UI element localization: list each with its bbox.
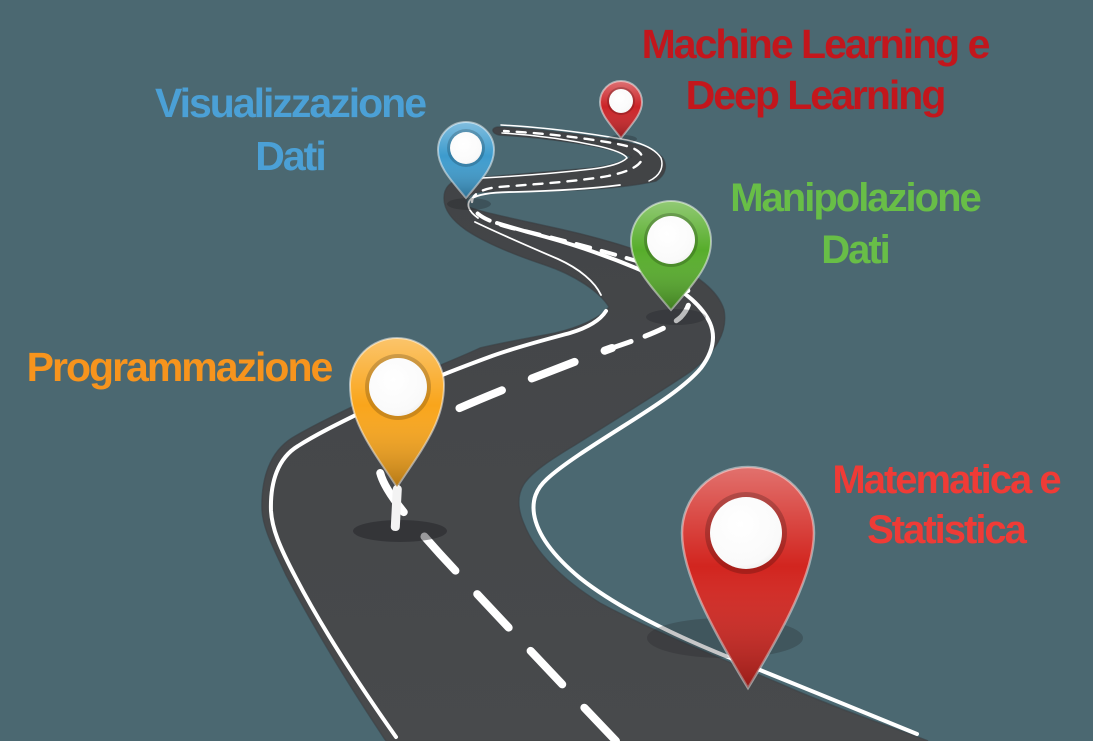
label-programmazione: Programmazione — [26, 342, 334, 392]
road-edge-line-switchback-top — [500, 124, 663, 182]
pin-inner-circle — [647, 216, 695, 264]
label-manipolazione-dati: Manipolazione Dati — [730, 172, 982, 276]
road-edge-line-switchback-mid — [481, 132, 628, 179]
pin-inner-circle — [710, 497, 782, 569]
label-line: Deep Learning — [685, 72, 947, 118]
road-surface-tint — [261, 127, 928, 741]
map-pin-manipolazione-dati — [629, 200, 713, 312]
pin-shadow-small-red — [607, 135, 637, 143]
map-pin-visualizzazione-dati — [436, 121, 496, 200]
pin-shadow-yellow — [353, 520, 447, 542]
pin-inner-circle — [450, 132, 482, 164]
pin-shadow-green — [646, 309, 706, 325]
label-line: Manipolazione — [730, 176, 982, 220]
road-center-dashes — [375, 129, 692, 741]
label-line: Statistica — [867, 508, 1027, 552]
pin-stem — [390, 484, 402, 531]
center-dashes-foreground — [375, 344, 620, 741]
label-line: Programmazione — [26, 344, 334, 390]
label-line: Visualizzazione — [154, 80, 427, 126]
road-edge-line-left — [268, 309, 608, 739]
road-edge-line-hairpin-inner-low — [467, 184, 621, 219]
label-line: Matematica e — [832, 458, 1061, 502]
map-pin-machine-learning — [598, 80, 644, 140]
label-machine-learning-deep-learning: Machine Learning e Deep Learning — [641, 19, 991, 121]
center-dashes-switchback — [470, 129, 644, 204]
pin-inner-circle — [369, 358, 427, 416]
label-line: Dati — [821, 228, 891, 272]
center-dashes-band-a — [475, 211, 642, 264]
label-line: Dati — [255, 133, 326, 179]
road-edge-line-a-bottom — [474, 221, 602, 296]
center-dashes-green-bend — [609, 259, 692, 351]
pin-shadow-blue — [447, 198, 491, 210]
label-matematica-statistica: Matematica e Statistica — [832, 455, 1061, 555]
label-line: Machine Learning e — [641, 21, 991, 67]
map-pin-programmazione — [348, 337, 446, 489]
pin-inner-circle — [609, 89, 633, 113]
map-pin-matematica-statistica — [680, 465, 816, 691]
label-visualizzazione-dati: Visualizzazione Dati — [154, 77, 427, 183]
